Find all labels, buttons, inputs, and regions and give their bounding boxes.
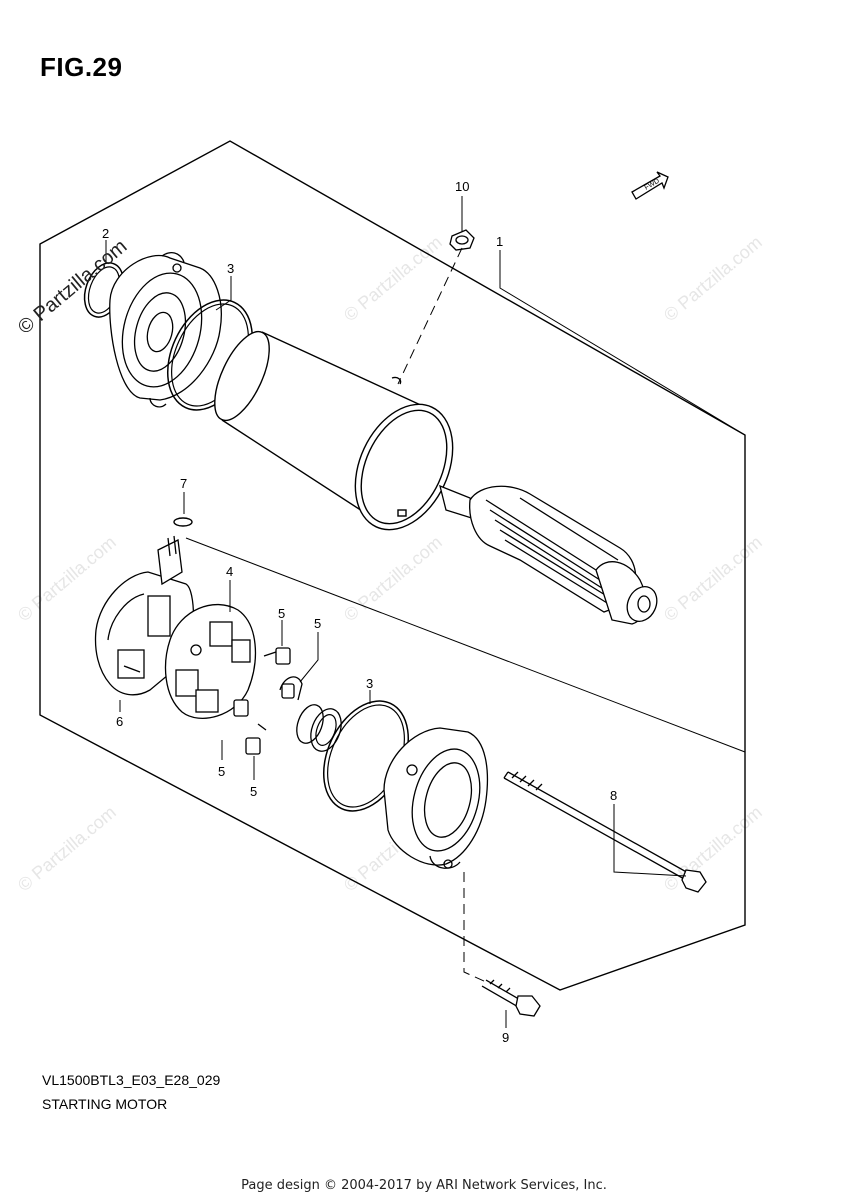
figure-title: FIG.29 <box>40 52 123 82</box>
brush-plate-part-4 <box>164 603 257 719</box>
rear-bracket <box>383 727 489 869</box>
callout-3-lower: 3 <box>366 676 373 691</box>
callout-4: 4 <box>226 564 233 579</box>
callout-3-upper: 3 <box>227 261 234 276</box>
armature <box>439 484 658 625</box>
assembly-outline <box>39 140 746 991</box>
callout-10: 10 <box>455 179 469 194</box>
callout-6: 6 <box>116 714 123 729</box>
o-ring-part-7 <box>173 517 193 527</box>
brush-part-5 <box>233 647 303 755</box>
callout-5-a: 5 <box>278 606 285 621</box>
callout-8: 8 <box>610 788 617 803</box>
callout-5-d: 5 <box>250 784 257 799</box>
callout-5-c: 5 <box>218 764 225 779</box>
callout-1: 1 <box>496 234 503 249</box>
footer-copyright: Page design © 2004-2017 by ARI Network S… <box>241 1178 607 1193</box>
model-code: VL1500BTL3_E03_E28_029 <box>42 1072 221 1088</box>
brush-holder-part-6 <box>94 535 195 696</box>
callout-5-b: 5 <box>314 616 321 631</box>
nut-part-10 <box>449 229 475 251</box>
yoke-housing <box>214 330 454 531</box>
callout-9: 9 <box>502 1030 509 1045</box>
section-name: STARTING MOTOR <box>42 1096 168 1112</box>
leader-lines <box>105 196 746 1028</box>
bolt-part-9 <box>481 979 541 1017</box>
through-bolt-part-8 <box>503 771 707 893</box>
callout-7: 7 <box>180 476 187 491</box>
o-ring-small <box>296 704 324 744</box>
fwd-arrow-icon: FWD <box>631 171 669 200</box>
front-bracket <box>109 251 222 408</box>
callout-2: 2 <box>102 226 109 241</box>
